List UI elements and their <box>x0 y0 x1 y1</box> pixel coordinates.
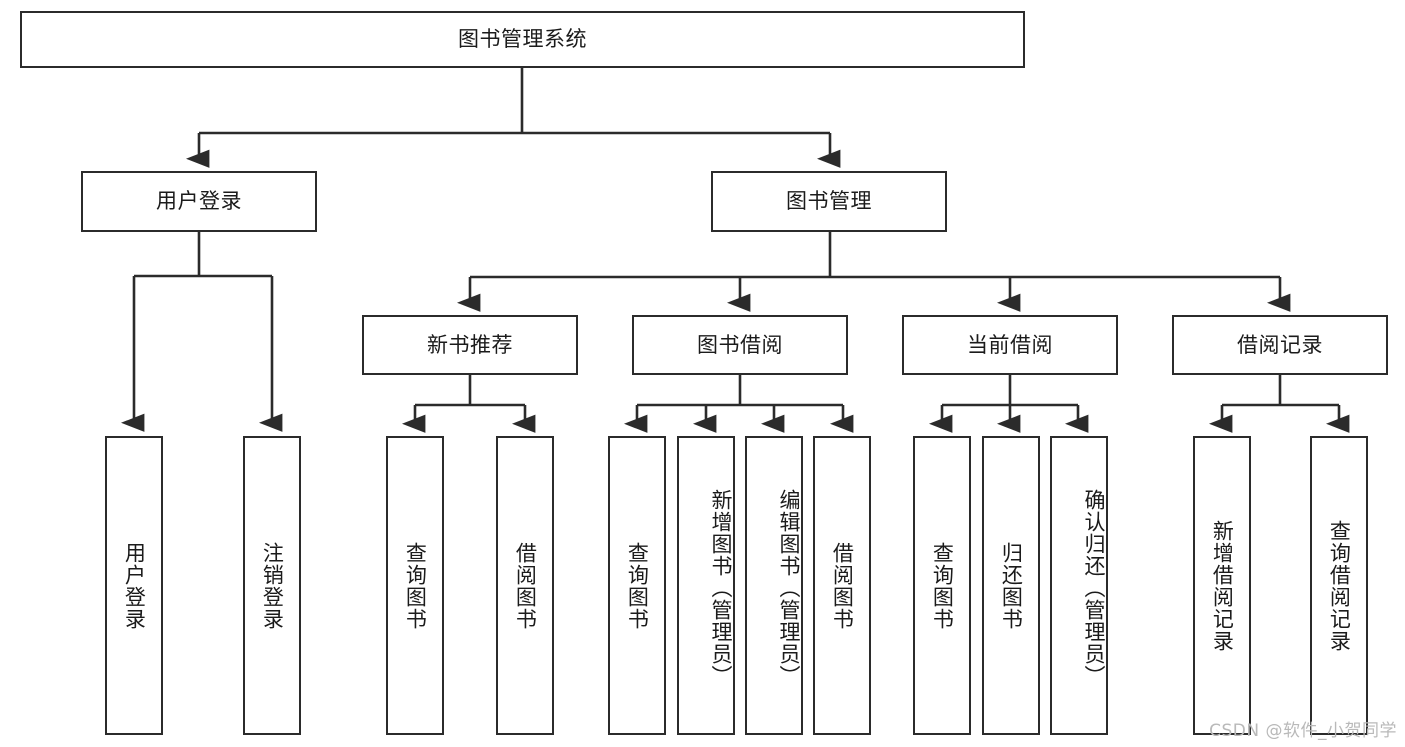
node-root-system-label: 图书管理系统 <box>458 27 587 52</box>
node-leaf-query-book-borrow[interactable]: 查询图书 <box>608 436 666 735</box>
node-leaf-add-borrow-record-label: 新增借阅记录 <box>1210 519 1235 652</box>
watermark: CSDN @软件_小贺同学 <box>1209 721 1397 741</box>
node-new-book-recommend-label: 新书推荐 <box>427 332 513 357</box>
node-new-book-recommend[interactable]: 新书推荐 <box>362 315 578 375</box>
node-borrow-record-label: 借阅记录 <box>1237 332 1323 357</box>
node-leaf-query-book-current[interactable]: 查询图书 <box>913 436 971 735</box>
node-leaf-add-borrow-record[interactable]: 新增借阅记录 <box>1193 436 1251 735</box>
node-leaf-logout-label: 注销登录 <box>260 541 285 630</box>
node-leaf-query-borrow-record[interactable]: 查询借阅记录 <box>1310 436 1368 735</box>
node-borrow-record[interactable]: 借阅记录 <box>1172 315 1388 375</box>
node-leaf-query-book-current-label: 查询图书 <box>930 541 955 630</box>
node-root-system[interactable]: 图书管理系统 <box>20 11 1025 68</box>
node-leaf-confirm-return-admin-label: 确认归还（管理员） <box>1082 488 1106 687</box>
node-book-borrow-label: 图书借阅 <box>697 332 783 357</box>
node-current-borrow-label: 当前借阅 <box>967 332 1053 357</box>
node-leaf-query-book-borrow-label: 查询图书 <box>625 541 650 630</box>
node-book-borrow[interactable]: 图书借阅 <box>632 315 848 375</box>
node-leaf-return-book[interactable]: 归还图书 <box>982 436 1040 735</box>
node-leaf-logout[interactable]: 注销登录 <box>243 436 301 735</box>
node-leaf-borrow-book-recommend-label: 借阅图书 <box>513 541 538 630</box>
node-leaf-confirm-return-admin[interactable]: 确认归还（管理员） <box>1050 436 1108 735</box>
node-leaf-borrow-book-recommend[interactable]: 借阅图书 <box>496 436 554 735</box>
node-leaf-borrow-book-label: 借阅图书 <box>830 541 855 630</box>
node-user-login-label: 用户登录 <box>156 189 242 214</box>
node-leaf-query-book-recommend[interactable]: 查询图书 <box>386 436 444 735</box>
node-book-management[interactable]: 图书管理 <box>711 171 947 232</box>
node-leaf-query-book-recommend-label: 查询图书 <box>403 541 428 630</box>
node-leaf-add-book-admin-label: 新增图书（管理员） <box>709 488 733 687</box>
node-leaf-user-login-label: 用户登录 <box>122 541 147 630</box>
node-leaf-edit-book-admin-label: 编辑图书（管理员） <box>777 488 801 687</box>
node-leaf-return-book-label: 归还图书 <box>999 541 1024 630</box>
node-current-borrow[interactable]: 当前借阅 <box>902 315 1118 375</box>
node-user-login[interactable]: 用户登录 <box>81 171 317 232</box>
node-leaf-query-borrow-record-label: 查询借阅记录 <box>1327 519 1352 652</box>
node-leaf-borrow-book[interactable]: 借阅图书 <box>813 436 871 735</box>
node-leaf-user-login[interactable]: 用户登录 <box>105 436 163 735</box>
node-leaf-edit-book-admin[interactable]: 编辑图书（管理员） <box>745 436 803 735</box>
node-book-management-label: 图书管理 <box>786 189 872 214</box>
node-leaf-add-book-admin[interactable]: 新增图书（管理员） <box>677 436 735 735</box>
